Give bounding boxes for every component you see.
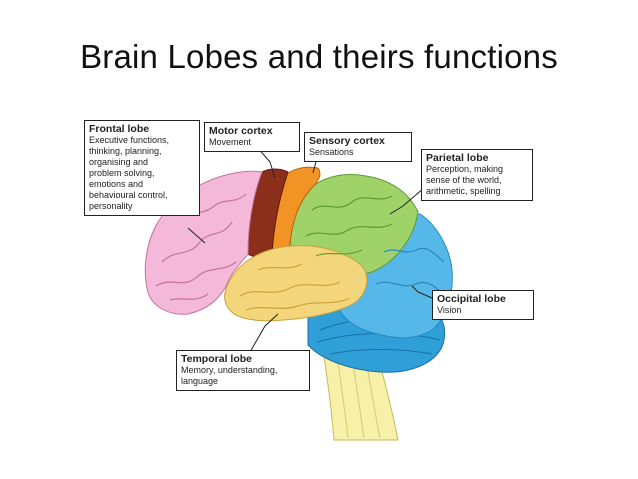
parietal-gyri [305, 195, 393, 257]
motor-cortex-label: Motor cortex Movement [204, 122, 300, 152]
occipital-lobe-title: Occipital lobe [437, 293, 506, 305]
motor-cortex-desc: Movement [209, 137, 252, 147]
frontal-gyri [155, 193, 247, 301]
sensory-cortex-desc: Sensations [309, 147, 354, 157]
frontal-lobe-desc: Executive functions, thinking, planning,… [89, 135, 170, 211]
motor-cortex-title: Motor cortex [209, 125, 273, 137]
occipital-gyri [375, 247, 447, 297]
parietal-leader-line [389, 187, 425, 215]
parietal-lobe-desc: Perception, making sense of the world, a… [426, 164, 504, 196]
frontal-leader-line [187, 227, 206, 244]
occipital-leader-line [411, 285, 433, 299]
sensory-cortex-title: Sensory cortex [309, 135, 385, 147]
temporal-gyri [239, 263, 351, 311]
occipital-lobe-desc: Vision [437, 305, 462, 315]
slide-title: Brain Lobes and theirs functions [80, 38, 558, 75]
motor-leader-line [256, 146, 276, 179]
parietal-lobe-title: Parietal lobe [426, 152, 489, 164]
frontal-lobe-label: Frontal lobe Executive functions, thinki… [84, 120, 200, 216]
temporal-lobe-desc: Memory, understanding, language [181, 365, 278, 386]
occipital-lobe-label: Occipital lobe Vision [432, 290, 534, 320]
parietal-lobe-label: Parietal lobe Perception, making sense o… [421, 149, 533, 201]
temporal-leader-line [249, 313, 279, 353]
temporal-lobe-title: Temporal lobe [181, 353, 252, 365]
frontal-lobe-title: Frontal lobe [89, 123, 150, 135]
temporal-lobe-label: Temporal lobe Memory, understanding, lan… [176, 350, 310, 391]
sensory-cortex-label: Sensory cortex Sensations [304, 132, 412, 162]
